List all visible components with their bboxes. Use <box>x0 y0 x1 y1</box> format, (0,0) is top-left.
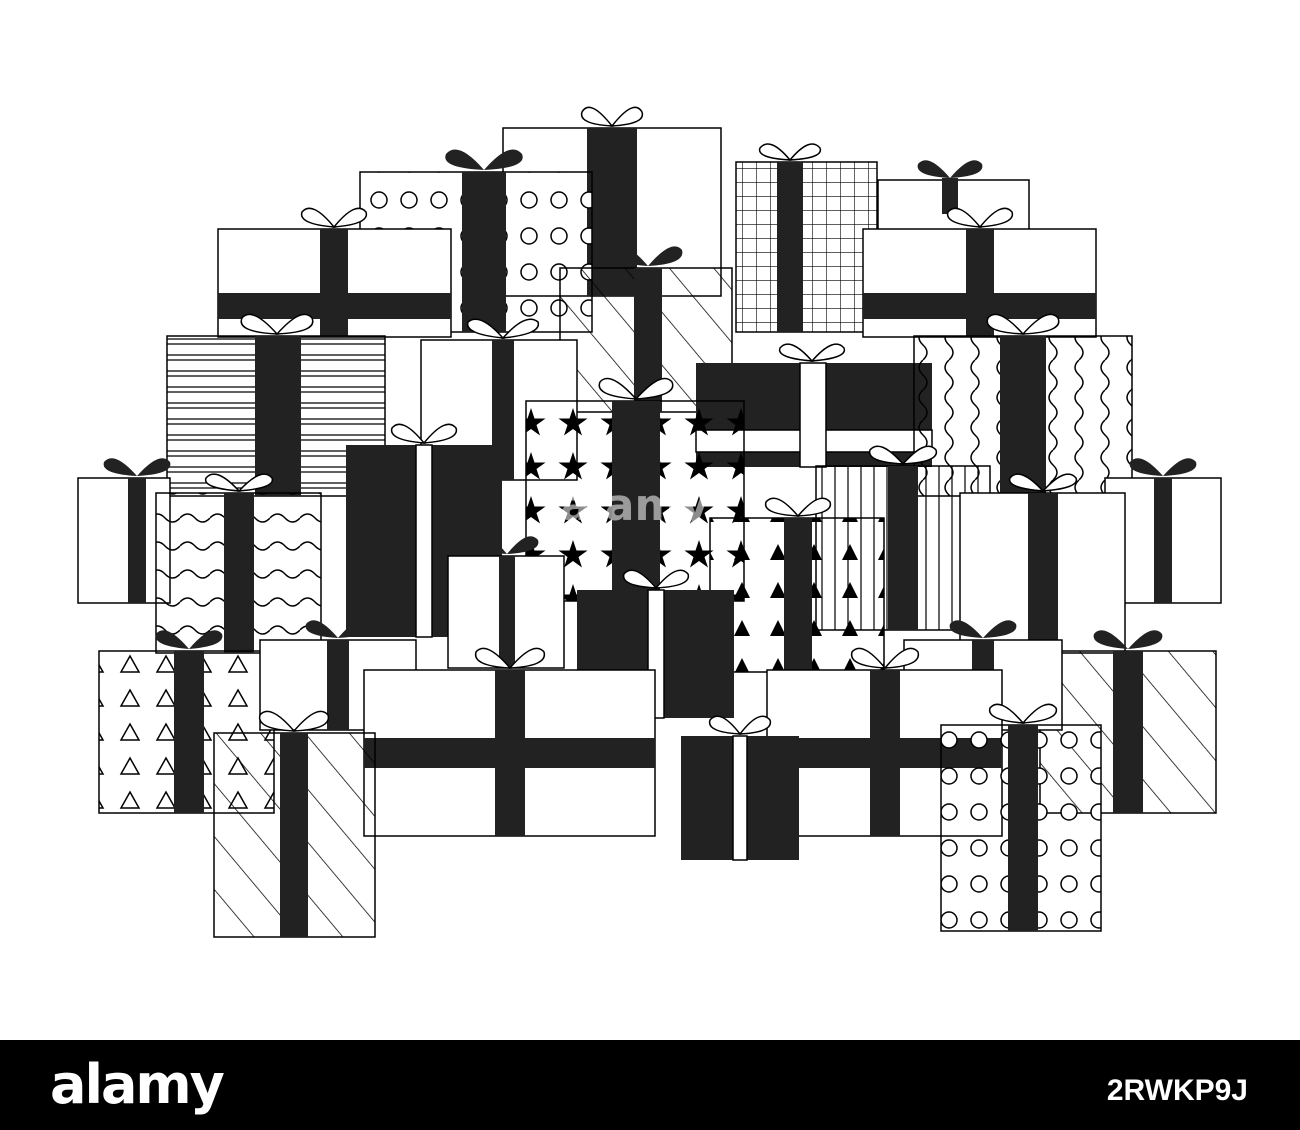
footer-bar <box>0 1040 1300 1130</box>
gift-box-white-right <box>959 473 1126 654</box>
gift-box-white-small-center <box>447 536 565 669</box>
gift-pile-illustration <box>77 106 1222 938</box>
gift-box-grid <box>735 143 878 333</box>
gift-box-left-edge <box>77 458 171 604</box>
gift-box-right-top <box>862 207 1097 338</box>
gift-box-dots-front <box>940 703 1102 932</box>
gift-box-triangles <box>709 497 885 673</box>
gift-box-diagonal-left <box>213 710 376 938</box>
gift-box-diagonal-right <box>1039 630 1217 814</box>
gift-box-wide-center <box>363 647 656 837</box>
gift-box-wavy-left <box>155 473 322 654</box>
gift-box-top-right-small <box>877 160 1030 241</box>
image-id-label: 2RWKP9J <box>1106 1074 1248 1107</box>
brand-logo[interactable]: alamy <box>50 1053 225 1116</box>
gift-box-dark-small-front <box>681 715 799 861</box>
